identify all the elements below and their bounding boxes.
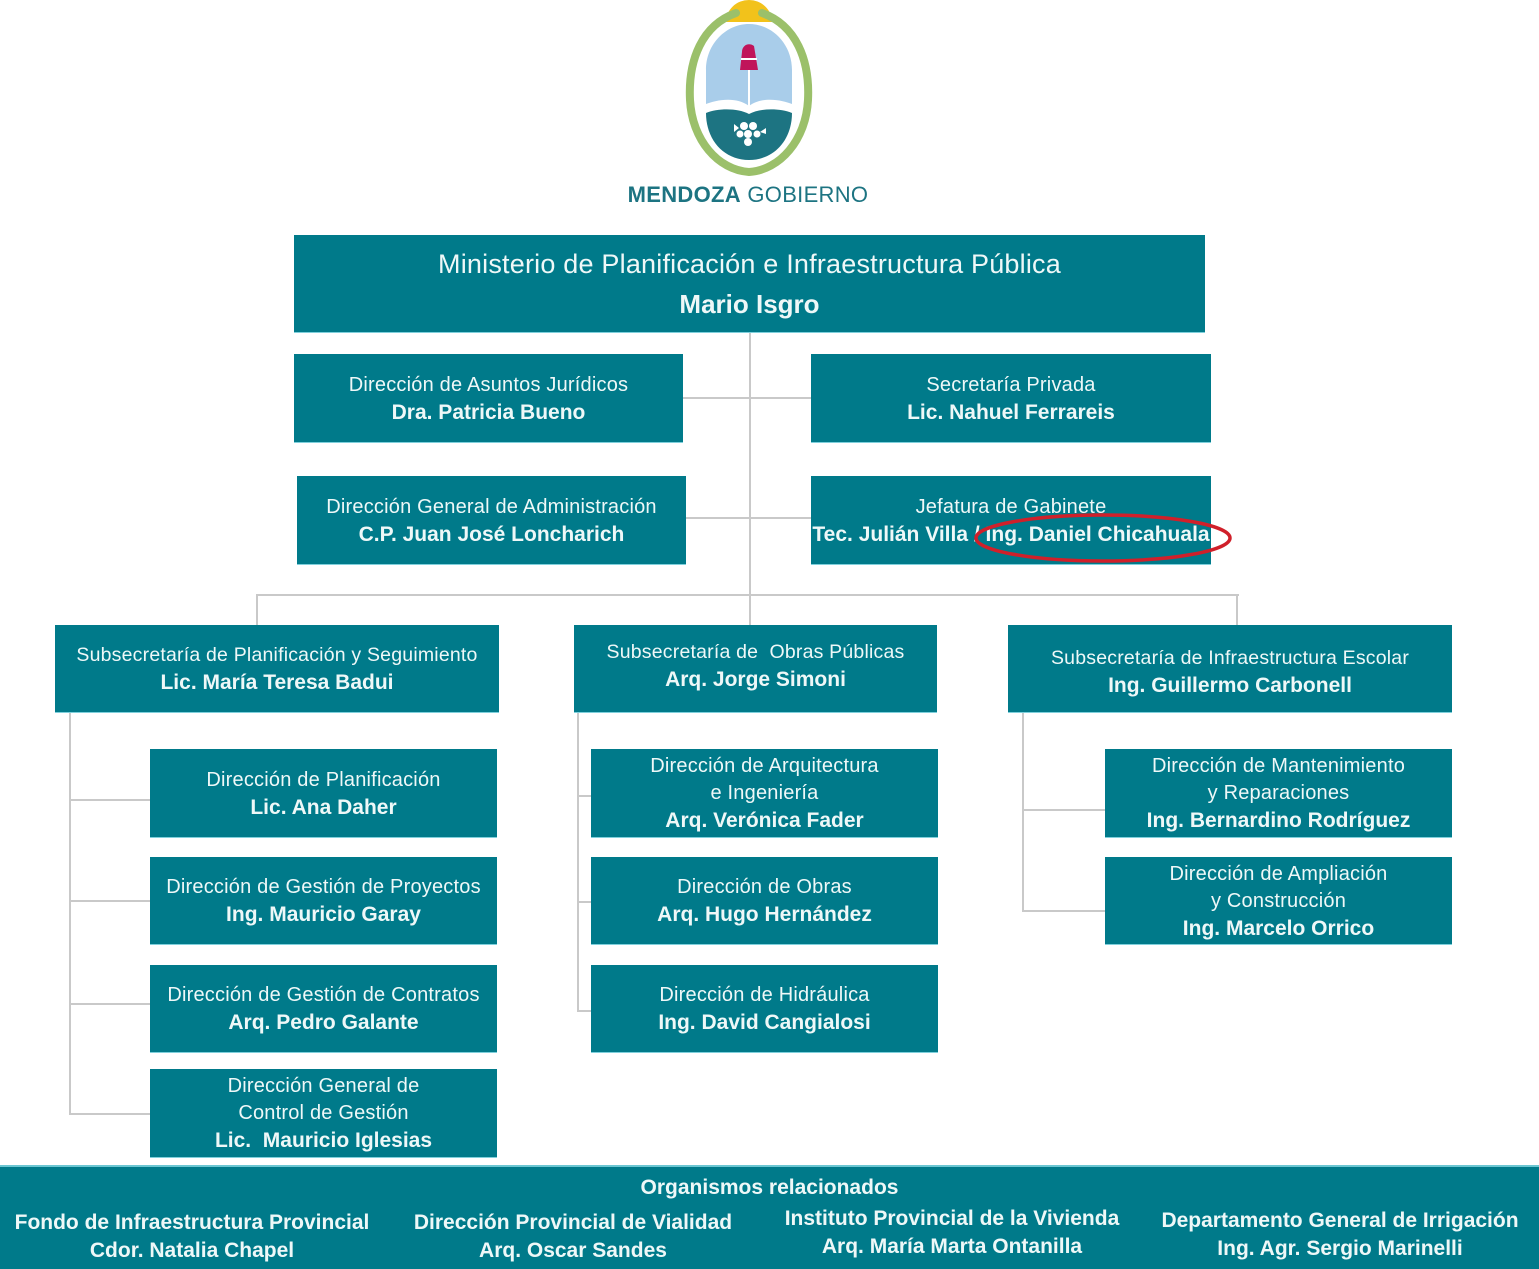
connector-left-2	[69, 900, 150, 902]
connector-left-1	[69, 799, 150, 801]
direccion-head: Ing. Bernardino Rodríguez	[1146, 809, 1411, 832]
direccion-arquitectura-ingenieria: Dirección de Arquitectura e Ingeniería A…	[591, 749, 938, 838]
pike-shape	[748, 66, 750, 106]
connector-middle-column	[577, 713, 579, 1012]
unit-jefatura-gabinete: Jefatura de Gabinete Tec. Julián Villa /…	[811, 476, 1211, 565]
subsecretaria-title: Subsecretaría de Infraestructura Escolar	[1050, 647, 1410, 669]
subsecretaria-head: Ing. Guillermo Carbonell	[1108, 674, 1352, 697]
related-agency: Fondo de Infraestructura Provincial Cdor…	[8, 1209, 376, 1265]
direccion-head: Ing. David Cangialosi	[658, 1011, 871, 1034]
direccion-head: Arq. Verónica Fader	[665, 809, 864, 832]
unit-head: C.P. Juan José Loncharich	[358, 522, 625, 546]
agency-name: Dirección Provincial de Vialidad	[413, 1211, 733, 1234]
connector-right-column	[1022, 713, 1024, 912]
grapes-icon	[734, 122, 766, 146]
unit-head: Lic. Nahuel Ferrareis	[907, 400, 1115, 424]
subsecretaria-obras-publicas: Subsecretaría de Obras Públicas Arq. Jor…	[574, 625, 937, 713]
agency-head: Arq. María Marta Ontanilla	[821, 1235, 1083, 1258]
agency-name: Departamento General de Irrigación	[1161, 1209, 1519, 1232]
connector-left-3	[69, 1003, 150, 1005]
direccion-title: Dirección de Obras	[677, 876, 852, 898]
mendoza-coat-of-arms-icon	[682, 0, 816, 177]
direccion-title: Dirección de Planificación	[206, 768, 441, 791]
agency-name: Fondo de Infraestructura Provincial	[14, 1211, 370, 1234]
direccion-planificacion: Dirección de Planificación Lic. Ana Dahe…	[150, 749, 497, 838]
connector-left-column	[69, 713, 71, 1115]
agency-name: Instituto Provincial de la Vivienda	[784, 1207, 1120, 1230]
related-agency: Dirección Provincial de Vialidad Arq. Os…	[400, 1209, 746, 1265]
connector-branch	[256, 594, 1239, 596]
unit-administracion: Dirección General de Administración C.P.…	[297, 476, 686, 565]
subsecretaria-planificacion: Subsecretaría de Planificación y Seguimi…	[55, 625, 499, 713]
direccion-control-gestion: Dirección General de Control de Gestión …	[150, 1069, 497, 1158]
unit-head: Tec. Julián Villa / Ing. Daniel Chicahua…	[812, 522, 1210, 546]
ministry-head: Mario Isgro	[679, 289, 820, 319]
connector-right-2	[1022, 910, 1105, 912]
direccion-gestion-contratos: Dirección de Gestión de Contratos Arq. P…	[150, 965, 497, 1053]
direccion-title-line-2: y Construcción	[1210, 889, 1347, 912]
ministry-box: Ministerio de Planificación e Infraestru…	[294, 235, 1205, 333]
unit-head: Dra. Patricia Bueno	[391, 400, 586, 424]
unit-title: Secretaría Privada	[926, 373, 1096, 396]
laurel-ring	[685, 9, 813, 177]
subsecretaria-title: Subsecretaría de Planificación y Seguimi…	[76, 644, 478, 666]
direccion-mantenimiento-reparaciones: Dirección de Mantenimiento y Reparacione…	[1105, 749, 1452, 838]
subsecretaria-head: Arq. Jorge Simoni	[665, 668, 846, 691]
connector-staff-row-1	[683, 397, 811, 399]
subsecretaria-infraestructura-escolar: Subsecretaría de Infraestructura Escolar…	[1008, 625, 1452, 713]
direccion-hidraulica: Dirección de Hidráulica Ing. David Cangi…	[591, 965, 938, 1053]
direccion-title-line-1: Dirección de Arquitectura	[650, 755, 879, 777]
connector-middle-1	[577, 795, 591, 797]
agency-head: Ing. Agr. Sergio Marinelli	[1217, 1237, 1463, 1260]
unit-title: Dirección de Asuntos Jurídicos	[348, 373, 629, 396]
ministry-title: Ministerio de Planificación e Infraestru…	[438, 249, 1061, 279]
direccion-title: Dirección de Hidráulica	[659, 984, 870, 1006]
agency-head: Cdor. Natalia Chapel	[89, 1239, 295, 1262]
connector-staff-row-2	[686, 517, 811, 519]
agency-head: Arq. Oscar Sandes	[479, 1239, 667, 1262]
direccion-obras: Dirección de Obras Arq. Hugo Hernández	[591, 857, 938, 945]
subsecretaria-title: Subsecretaría de Obras Públicas	[606, 641, 905, 663]
connector-drop-left	[256, 594, 258, 625]
subsecretaria-head: Lic. María Teresa Badui	[160, 671, 394, 694]
direccion-head: Ing. Marcelo Orrico	[1182, 916, 1375, 940]
direccion-head: Lic. Mauricio Iglesias	[214, 1129, 433, 1152]
brand-wordmark: MENDOZA GOBIERNO	[600, 182, 896, 208]
connector-middle-3	[577, 1010, 591, 1012]
unit-secretaria-privada: Secretaría Privada Lic. Nahuel Ferrareis	[811, 354, 1211, 443]
unit-title: Dirección General de Administración	[326, 495, 657, 518]
direccion-title-line-2: e Ingeniería	[710, 782, 819, 804]
connector-trunk	[749, 333, 751, 625]
related-agency: Instituto Provincial de la Vivienda Arq.…	[770, 1205, 1134, 1261]
related-agency: Departamento General de Irrigación Ing. …	[1150, 1207, 1530, 1263]
direccion-head: Ing. Mauricio Garay	[226, 903, 421, 926]
direccion-head: Lic. Ana Daher	[250, 795, 397, 819]
brand-bold: MENDOZA	[627, 182, 741, 207]
brand-regular: GOBIERNO	[747, 182, 869, 207]
related-agencies-title: Organismos relacionados	[640, 1176, 899, 1199]
direccion-title: Dirección de Gestión de Contratos	[167, 984, 480, 1006]
direccion-title-line-1: Dirección de Ampliación	[1169, 862, 1388, 885]
direccion-head: Arq. Pedro Galante	[228, 1011, 419, 1034]
connector-left-4	[69, 1113, 150, 1115]
related-agencies-band: Organismos relacionados Fondo de Infraes…	[0, 1165, 1539, 1269]
direccion-head: Arq. Hugo Hernández	[657, 903, 872, 926]
connector-drop-right	[1236, 594, 1238, 625]
phrygian-cap	[740, 44, 758, 70]
direccion-title-line-2: y Reparaciones	[1207, 782, 1350, 804]
direccion-ampliacion-construccion: Dirección de Ampliación y Construcción I…	[1105, 857, 1452, 945]
direccion-title: Dirección de Gestión de Proyectos	[166, 876, 481, 898]
unit-title: Jefatura de Gabinete	[915, 495, 1107, 518]
connector-middle-2	[577, 901, 591, 903]
direccion-title-line-1: Dirección de Mantenimiento	[1151, 755, 1406, 777]
connector-right-1	[1022, 809, 1105, 811]
direccion-gestion-proyectos: Dirección de Gestión de Proyectos Ing. M…	[150, 857, 497, 945]
direccion-title-line-2: Control de Gestión	[238, 1102, 409, 1124]
direccion-title-line-1: Dirección General de	[227, 1075, 420, 1097]
unit-asuntos-juridicos: Dirección de Asuntos Jurídicos Dra. Patr…	[294, 354, 683, 443]
